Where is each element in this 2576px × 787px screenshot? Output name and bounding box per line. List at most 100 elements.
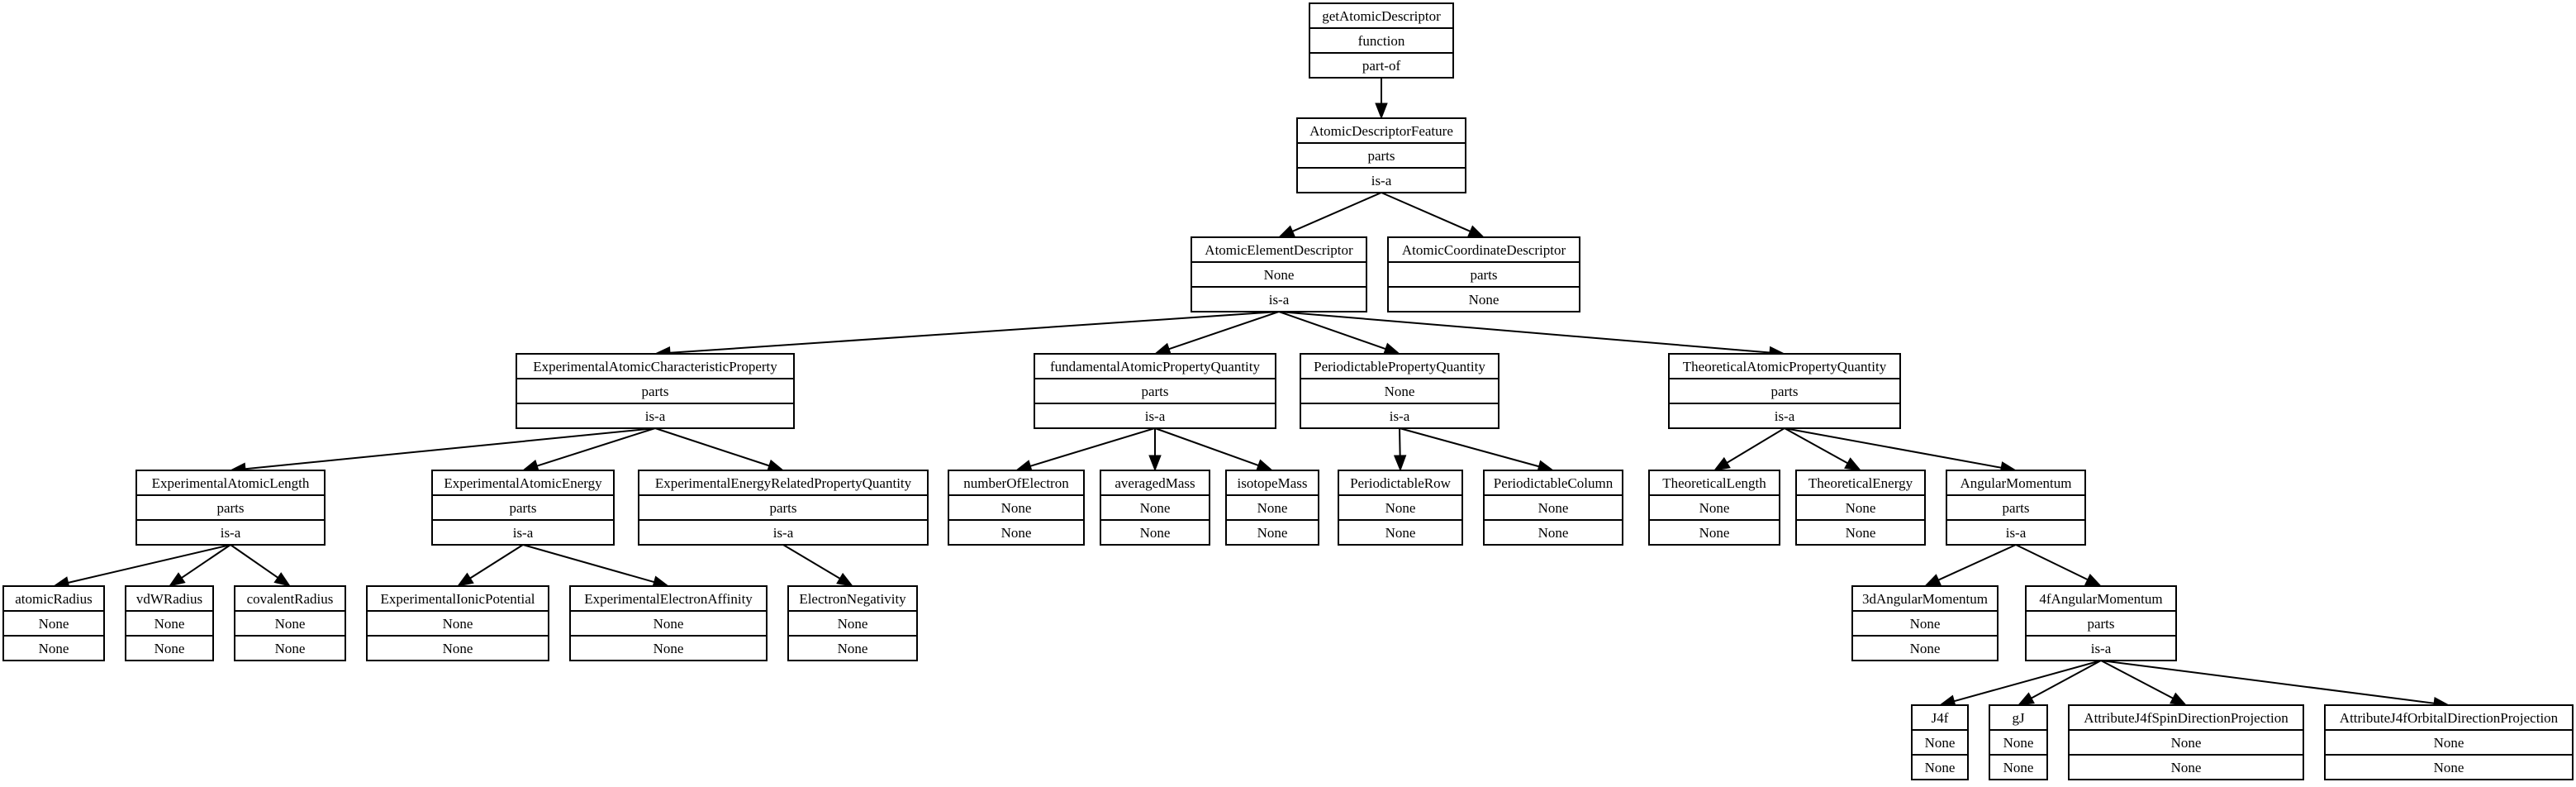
node-name: AtomicDescriptorFeature	[1309, 123, 1453, 139]
arrowhead-icon	[2084, 573, 2103, 587]
node-relation: None	[1264, 267, 1295, 283]
node-name: atomicRadius	[15, 591, 92, 607]
arrowhead-icon	[1466, 225, 1485, 238]
node-relation: None	[1257, 500, 1288, 516]
node-relation: None	[2434, 735, 2464, 751]
edge-experimental-atomic-characteristic-property-to-experimental-energy-related-property-quantity	[654, 427, 785, 472]
node-name: AngularMomentum	[1960, 475, 2071, 491]
node-type: is-a	[1390, 408, 1410, 424]
node-box	[431, 470, 615, 546]
arrowhead-icon	[1277, 225, 1296, 238]
node-type: is-a	[1775, 408, 1795, 424]
edge-theoretical-atomic-property-quantity-to-angular-momentum	[1784, 427, 2018, 475]
edge-line	[469, 544, 524, 580]
node-relation: parts	[769, 500, 796, 516]
node-name: ExperimentalAtomicEnergy	[444, 475, 602, 491]
node-box	[1225, 470, 1319, 546]
node-box	[125, 585, 214, 661]
node-experimental-atomic-characteristic-property: ExperimentalAtomicCharacteristicProperty…	[516, 353, 795, 429]
edge-line	[1292, 192, 1382, 232]
edge-line	[230, 544, 278, 579]
edge-atomic-descriptor-feature-to-atomic-element-descriptor	[1277, 192, 1382, 238]
node-name: ExperimentalAtomicLength	[152, 475, 310, 491]
arrowhead-icon	[1844, 457, 1862, 471]
node-name: AtomicCoordinateDescriptor	[1402, 242, 1566, 258]
edge-line	[2015, 544, 2089, 581]
node-box	[1338, 470, 1463, 546]
edge-line	[1954, 660, 2102, 703]
arrowhead-icon	[273, 572, 292, 587]
node-box	[787, 585, 918, 661]
node-name: ExperimentalEnergyRelatedPropertyQuantit…	[655, 475, 912, 491]
node-name: ExperimentalIonicPotential	[381, 591, 535, 607]
node-relation: parts	[509, 500, 536, 516]
edge-fundamental-atomic-property-quantity-to-number-of-electron	[1015, 427, 1156, 473]
node-type: None	[1001, 525, 1032, 541]
node-box	[2068, 704, 2304, 780]
edge-experimental-energy-related-property-quantity-to-electron-negativity	[782, 544, 854, 587]
node-relation: None	[1140, 500, 1171, 516]
edges-layer	[52, 78, 2450, 710]
node-experimental-energy-related-property-quantity: ExperimentalEnergyRelatedPropertyQuantit…	[638, 470, 929, 546]
node-type: None	[1925, 760, 1956, 775]
node-name: numberOfElectron	[963, 475, 1069, 491]
node-name: PeriodictableColumn	[1494, 475, 1614, 491]
node-box	[1100, 470, 1210, 546]
node-box	[234, 585, 346, 661]
arrowhead-icon	[1255, 459, 1274, 472]
node-relation: None	[1001, 500, 1032, 516]
node-name: TheoreticalEnergy	[1808, 475, 1913, 491]
node-type: None	[1538, 525, 1569, 541]
node-theoretical-atomic-property-quantity: TheoreticalAtomicPropertyQuantitypartsis…	[1668, 353, 1901, 429]
node-type: is-a	[2091, 641, 2112, 656]
node-box	[135, 470, 326, 546]
node-type: None	[1385, 525, 1416, 541]
arrowhead-icon	[1375, 103, 1388, 120]
node-relation: function	[1358, 33, 1405, 49]
edge-experimental-atomic-energy-to-experimental-ionic-potential	[456, 544, 524, 587]
edge-line	[1726, 427, 1785, 464]
node-relation: parts	[1367, 148, 1395, 164]
edge-line	[1029, 427, 1156, 467]
arrowhead-icon	[1382, 342, 1401, 355]
node-box	[1946, 470, 2086, 546]
node-relation: None	[443, 616, 473, 632]
node-box	[1387, 236, 1580, 312]
edge-experimental-atomic-characteristic-property-to-experimental-atomic-length	[229, 427, 656, 475]
edge-line	[536, 427, 656, 467]
node-box	[1191, 236, 1367, 312]
edge-get-atomic-descriptor-to-atomic-descriptor-feature	[1375, 78, 1388, 120]
node-type: None	[39, 641, 69, 656]
edge-4f-angular-momentum-to-attribute-j4f-spin-direction-projection	[2100, 660, 2188, 706]
edge-fundamental-atomic-property-quantity-to-isotope-mass	[1154, 427, 1274, 472]
edge-atomic-element-descriptor-to-periodictable-property-quantity	[1278, 311, 1401, 355]
node-box	[1989, 704, 2048, 780]
node-relation: parts	[2087, 616, 2114, 632]
node-attribute-j4f-orbital-direction-projection: AttributeJ4fOrbitalDirectionProjectionNo…	[2324, 704, 2574, 780]
node-name: J4f	[1932, 710, 1949, 726]
edge-line	[2100, 660, 2174, 699]
node-type: None	[2171, 760, 2202, 775]
node-name: gJ	[2012, 710, 2025, 726]
edge-4f-angular-momentum-to-attribute-j4f-orbital-direction-projection	[2100, 660, 2450, 710]
edge-line	[1154, 427, 1259, 466]
arrowhead-icon	[456, 572, 474, 587]
node-relation: None	[1385, 384, 1415, 399]
edge-periodictable-property-quantity-to-periodictable-column	[1399, 427, 1555, 473]
edge-line	[68, 544, 231, 584]
node-relation: parts	[1470, 267, 1497, 283]
node-relation: None	[275, 616, 306, 632]
node-name: isotopeMass	[1238, 475, 1308, 491]
